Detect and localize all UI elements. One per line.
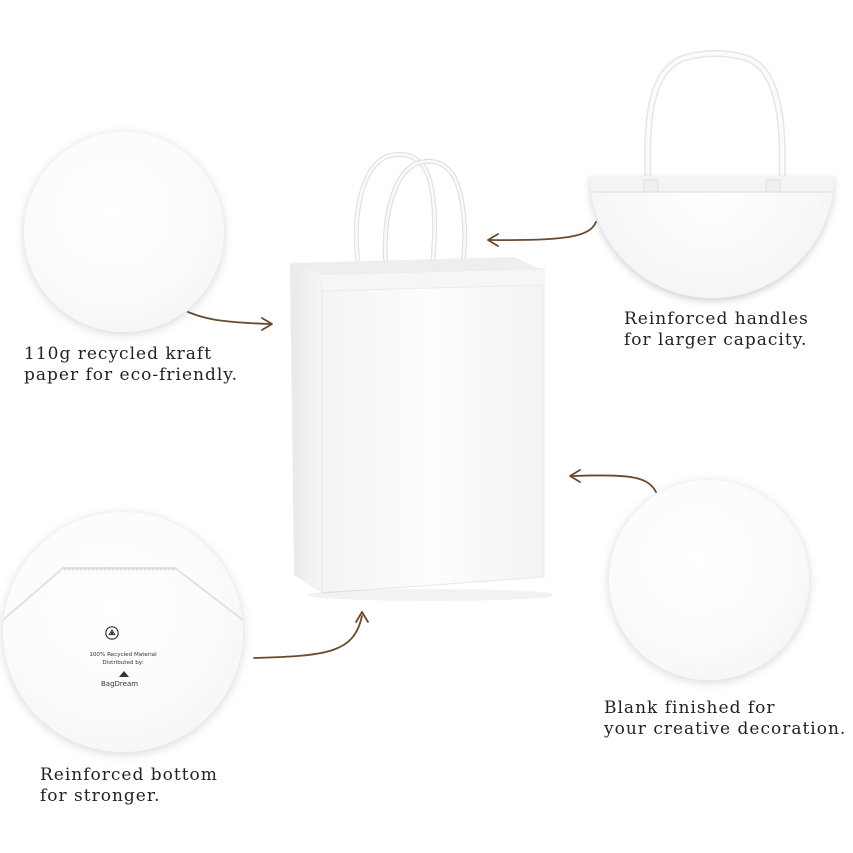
caption-paper: 110g recycled kraft paper for eco-friend…: [24, 344, 238, 386]
caption-handles: Reinforced handles for larger capacity.: [624, 309, 809, 351]
distributed-by-text: Distributed by:: [102, 660, 144, 666]
caption-paper-line-2: paper for eco-friendly.: [24, 365, 239, 385]
caption-handles-line-1: Reinforced handles: [624, 309, 809, 329]
caption-blank-line-1: Blank finished for: [604, 698, 776, 718]
handle-loop: [644, 50, 786, 182]
caption-bottom-line-2: for stronger.: [40, 786, 161, 806]
caption-paper-line-1: 110g recycled kraft: [24, 344, 213, 364]
caption-blank-line-2: your creative decoration.: [604, 719, 847, 739]
paper-bag-illustration: [290, 151, 552, 601]
handle-detail: [586, 50, 838, 310]
paper-texture-circle: [24, 132, 224, 332]
caption-handles-line-2: for larger capacity.: [624, 330, 808, 350]
bagdream-logo-icon: [119, 671, 129, 677]
brand-name: BagDream: [101, 680, 139, 688]
caption-blank: Blank finished for your creative decorat…: [604, 698, 846, 740]
handle-half-disc: [590, 176, 834, 298]
blank-finish-circle: [609, 480, 809, 680]
bag-bottom-circle: 100% Recycled Material Distributed by: B…: [3, 512, 243, 752]
recycled-material-text: 100% Recycled Material: [89, 652, 157, 658]
caption-bottom-line-1: Reinforced bottom: [40, 765, 218, 785]
recycle-icon: [105, 626, 119, 640]
handle-band: [590, 176, 834, 193]
bag-bottom-fold-lines: [3, 567, 243, 621]
caption-bottom: Reinforced bottom for stronger.: [40, 765, 218, 807]
